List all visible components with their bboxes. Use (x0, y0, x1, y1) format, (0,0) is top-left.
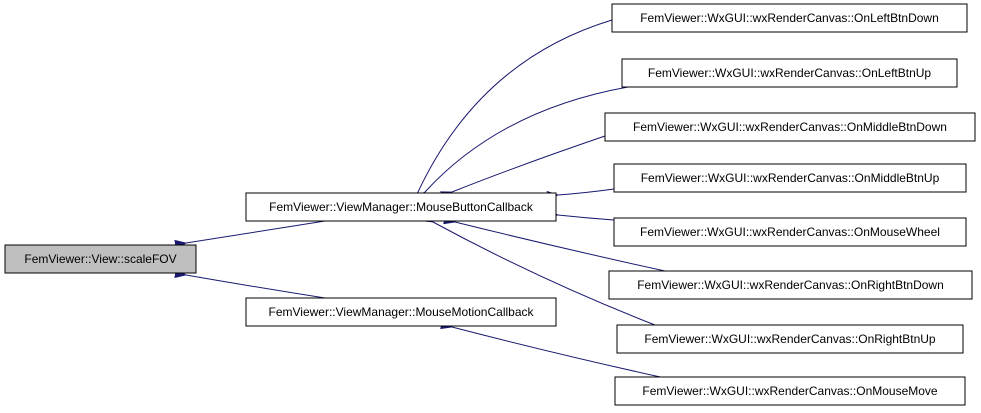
node-label: FemViewer::ViewManager::MouseButtonCallb… (269, 200, 534, 214)
edge-OnMiddleBtnUp-to-MouseButtonCallback (546, 188, 615, 201)
node-OnMouseWheel[interactable]: FemViewer::WxGUI::wxRenderCanvas::OnMous… (613, 217, 967, 247)
node-label: FemViewer::View::scaleFOV (24, 252, 176, 266)
node-OnMiddleBtnDown[interactable]: FemViewer::WxGUI::wxRenderCanvas::OnMidd… (604, 112, 976, 142)
node-label: FemViewer::WxGUI::wxRenderCanvas::OnMous… (642, 384, 938, 398)
node-label: FemViewer::WxGUI::wxRenderCanvas::OnRigh… (644, 332, 936, 346)
node-label: FemViewer::WxGUI::wxRenderCanvas::OnLeft… (640, 11, 939, 25)
edge-OnLeftBtnDown-to-MouseButtonCallback (408, 19, 613, 205)
node-scaleFOV[interactable]: FemViewer::View::scaleFOV (4, 244, 197, 274)
node-OnRightBtnUp[interactable]: FemViewer::WxGUI::wxRenderCanvas::OnRigh… (616, 324, 964, 354)
edge-OnMiddleBtnDown-to-MouseButtonCallback (439, 135, 606, 201)
node-OnMiddleBtnUp[interactable]: FemViewer::WxGUI::wxRenderCanvas::OnMidd… (613, 163, 967, 193)
edge-OnMouseWheel-to-MouseButtonCallback (546, 208, 615, 221)
edge-OnRightBtnUp-to-MouseButtonCallback (420, 212, 656, 326)
node-MouseButtonCallback[interactable]: FemViewer::ViewManager::MouseButtonCallb… (245, 192, 557, 222)
edge-MouseButtonCallback-to-scaleFOV (174, 220, 326, 250)
edge-MouseMotionCallback-to-scaleFOV (174, 268, 326, 299)
node-label: FemViewer::WxGUI::wxRenderCanvas::OnMidd… (633, 120, 947, 134)
node-OnRightBtnDown[interactable]: FemViewer::WxGUI::wxRenderCanvas::OnRigh… (608, 270, 973, 300)
node-OnMouseMove[interactable]: FemViewer::WxGUI::wxRenderCanvas::OnMous… (614, 376, 966, 406)
edge-OnLeftBtnUp-to-MouseButtonCallback (413, 86, 629, 204)
node-label: FemViewer::WxGUI::wxRenderCanvas::OnRigh… (637, 278, 944, 292)
node-label: FemViewer::WxGUI::wxRenderCanvas::OnMous… (640, 225, 940, 239)
edge-OnRightBtnDown-to-MouseButtonCallback (443, 214, 666, 272)
node-label: FemViewer::WxGUI::wxRenderCanvas::OnMidd… (641, 171, 940, 185)
node-label: FemViewer::WxGUI::wxRenderCanvas::OnLeft… (648, 66, 932, 80)
node-MouseMotionCallback[interactable]: FemViewer::ViewManager::MouseMotionCallb… (245, 297, 557, 327)
node-OnLeftBtnUp[interactable]: FemViewer::WxGUI::wxRenderCanvas::OnLeft… (621, 58, 958, 88)
node-OnLeftBtnDown[interactable]: FemViewer::WxGUI::wxRenderCanvas::OnLeft… (611, 3, 968, 33)
node-label: FemViewer::ViewManager::MouseMotionCallb… (268, 305, 534, 319)
edge-OnMouseMove-to-MouseMotionCallback (440, 319, 666, 379)
